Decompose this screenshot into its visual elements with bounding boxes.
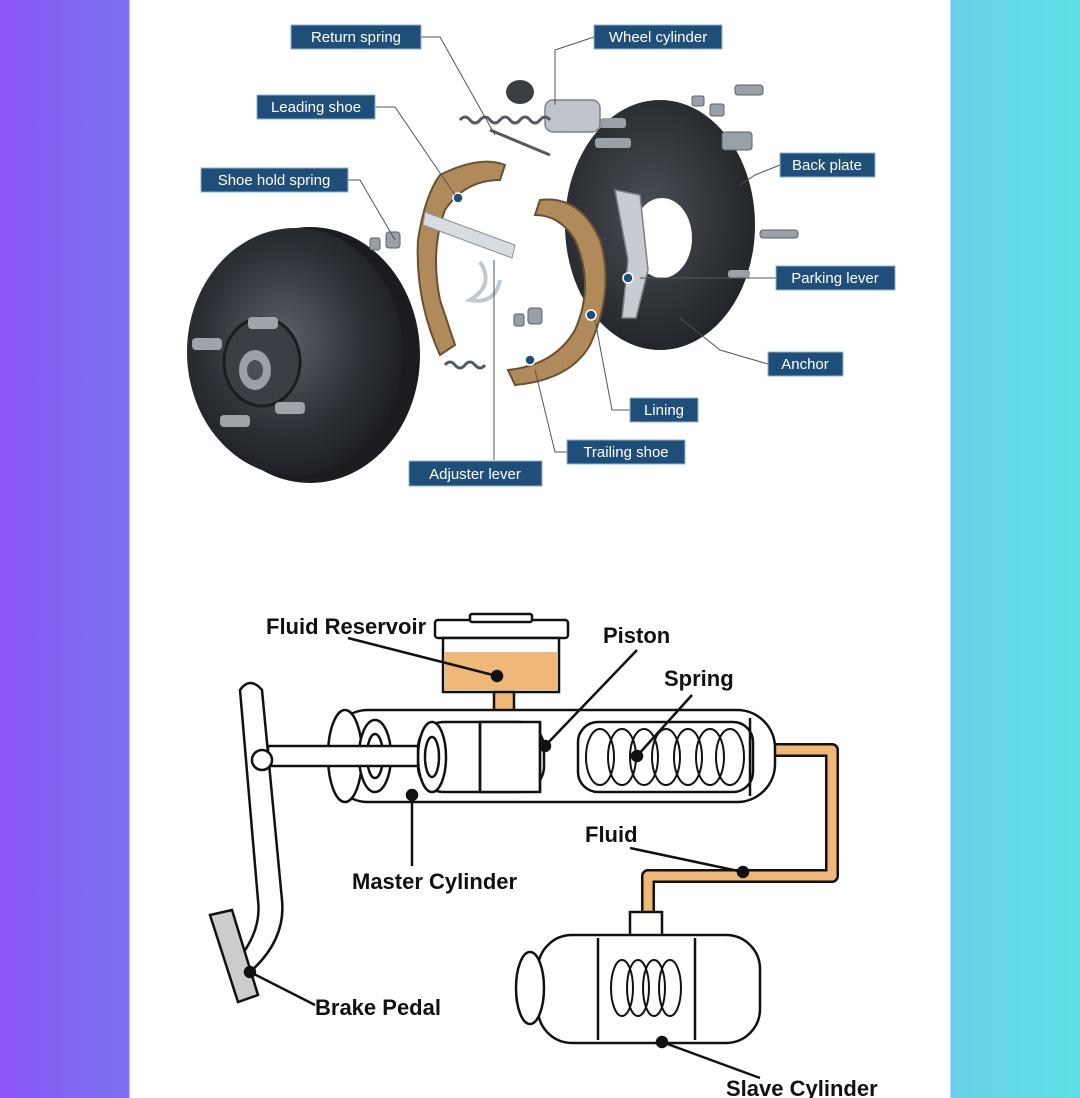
label-brake-pedal: Brake Pedal xyxy=(315,995,441,1020)
label-adjuster-lever: Adjuster lever xyxy=(408,460,543,487)
wheel-cylinder-part xyxy=(506,80,631,148)
svg-text:Return spring: Return spring xyxy=(311,29,401,46)
parking-lever-part xyxy=(614,189,649,319)
fluid-reservoir-part xyxy=(433,612,570,720)
svg-text:Leading shoe: Leading shoe xyxy=(271,99,361,116)
slave-cylinder-part xyxy=(514,910,762,1045)
svg-text:Back plate: Back plate xyxy=(792,157,862,174)
svg-text:Wheel cylinder: Wheel cylinder xyxy=(609,29,707,46)
label-wheel-cylinder: Wheel cylinder xyxy=(593,24,723,50)
svg-text:Parking lever: Parking lever xyxy=(791,270,879,287)
hydraulic-brake-diagram xyxy=(208,612,839,1080)
label-fluid-reservoir: Fluid Reservoir xyxy=(266,614,427,639)
leading-shoe-part xyxy=(416,160,507,357)
leader-lines xyxy=(347,36,781,460)
hydraulic-leader-lines xyxy=(243,636,761,1080)
label-spring: Spring xyxy=(664,666,734,691)
trailing-shoe-part xyxy=(506,198,607,387)
label-back-plate: Back plate xyxy=(779,152,876,178)
return-springs xyxy=(443,115,552,370)
svg-text:Lining: Lining xyxy=(644,402,684,419)
adjuster-lever-part xyxy=(422,211,516,259)
label-slave-cylinder: Slave Cylinder xyxy=(726,1076,878,1098)
push-rod xyxy=(266,744,420,768)
label-leading-shoe: Leading shoe xyxy=(256,94,376,120)
label-return-spring: Return spring xyxy=(290,24,422,50)
label-parking-lever: Parking lever xyxy=(775,265,896,291)
label-fluid: Fluid xyxy=(585,822,638,847)
master-cylinder-part xyxy=(326,708,777,804)
label-master-cylinder: Master Cylinder xyxy=(352,869,517,894)
svg-text:Trailing shoe: Trailing shoe xyxy=(583,444,668,461)
svg-text:Adjuster lever: Adjuster lever xyxy=(429,466,521,483)
brake-drum xyxy=(187,227,420,483)
label-anchor: Anchor xyxy=(767,351,844,377)
label-piston: Piston xyxy=(603,623,670,648)
label-shoe-hold-spring: Shoe hold spring xyxy=(200,167,349,193)
svg-text:Shoe hold spring: Shoe hold spring xyxy=(218,172,331,189)
small-hardware xyxy=(369,84,799,327)
label-trailing-shoe: Trailing shoe xyxy=(566,439,686,465)
svg-text:Anchor: Anchor xyxy=(781,356,829,373)
label-lining: Lining xyxy=(629,397,699,423)
drum-brake-diagram: Return spring Wheel cylinder Leading sho… xyxy=(187,24,896,487)
brake-pedal-part xyxy=(208,681,284,1004)
